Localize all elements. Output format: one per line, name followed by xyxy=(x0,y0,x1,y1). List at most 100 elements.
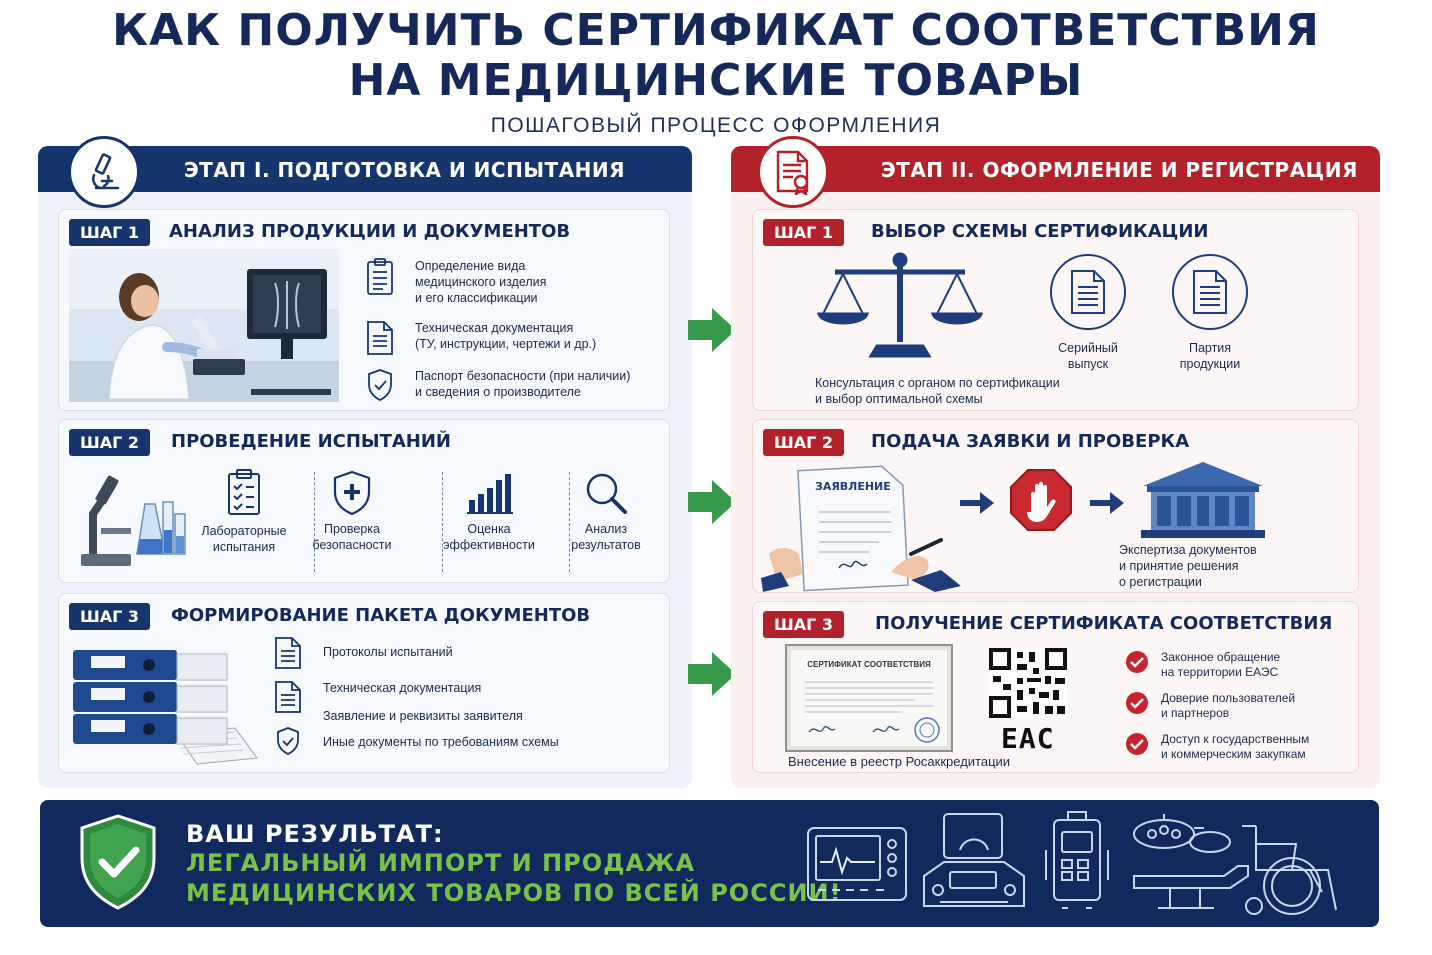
step-title: АНАЛИЗ ПРОДУКЦИИ И ДОКУМЕНТОВ xyxy=(169,221,571,242)
result-banner: ВАШ РЕЗУЛЬТАТ: ЛЕГАЛЬНЫЙ ИМПОРТ И ПРОДАЖ… xyxy=(40,800,1379,927)
list-item: Определение вида медицинского изделия и … xyxy=(365,258,546,306)
check-circle-icon xyxy=(1125,732,1149,762)
arrow-right-icon xyxy=(1090,492,1124,514)
stage-2-step-1-card: ШАГ 1 ВЫБОР СХЕМЫ СЕРТИФИКАЦИИ Серийный … xyxy=(752,209,1359,411)
document-circle-icon xyxy=(1172,254,1248,330)
lab-scientist-illustration xyxy=(69,249,339,402)
benefit-text: Доступ к государственным и коммерческим … xyxy=(1161,732,1310,761)
benefit-text: Законное обращение на территории ЕАЭС xyxy=(1161,650,1281,679)
binders-illustration xyxy=(71,644,261,768)
item-text: Техническая документация (ТУ, инструкции… xyxy=(415,321,597,351)
bar-chart-icon xyxy=(465,470,513,516)
step-badge: ШАГ 2 xyxy=(69,429,151,456)
step-badge: ШАГ 3 xyxy=(69,603,151,630)
stage-1-step-1-card: ШАГ 1 АНАЛИЗ ПРОДУКЦИИ И ДОКУМЕНТОВ xyxy=(58,209,670,411)
scheme-label: Серийный выпуск xyxy=(1058,341,1118,371)
eac-mark: EAC xyxy=(1001,722,1055,755)
benefit-item: Доступ к государственным и коммерческим … xyxy=(1125,732,1309,762)
stage-1-title: ЭТАП I. ПОДГОТОВКА И ИСПЫТАНИЯ xyxy=(184,158,626,182)
shield-plus-icon xyxy=(330,470,374,516)
next-arrow-icon xyxy=(688,480,736,524)
test-column: Лабораторные испытания xyxy=(189,468,299,555)
stage-2-step-3-card: ШАГ 3 ПОЛУЧЕНИЕ СЕРТИФИКАТА СООТВЕТСТВИЯ… xyxy=(752,601,1359,773)
check-circle-icon xyxy=(1125,691,1149,721)
step-badge: ШАГ 1 xyxy=(763,219,845,246)
item-text: Паспорт безопасности (при наличии) и све… xyxy=(415,369,631,399)
step-caption: Консультация с органом по сертификации и… xyxy=(815,376,1060,406)
stage-2-panel: ЭТАП II. ОФОРМЛЕНИЕ И РЕГИСТРАЦИЯ ШАГ 1 … xyxy=(731,136,1380,788)
step-caption: Экспертиза документов и принятие решения… xyxy=(1119,543,1257,589)
step-badge: ШАГ 1 xyxy=(69,219,151,246)
government-building-icon xyxy=(1139,460,1267,540)
test-column: Анализ результатов xyxy=(551,470,661,553)
scheme-option-serial: Серийный выпуск xyxy=(1033,254,1143,372)
scheme-option-batch: Партия продукции xyxy=(1155,254,1265,372)
wheelchair-icon xyxy=(1238,820,1342,920)
list-item: Техническая документация (ТУ, инструкции… xyxy=(365,320,596,356)
surgical-lamp-table-icon xyxy=(1130,814,1250,914)
list-item: Иные документы по требованиям схемы xyxy=(273,726,559,756)
microscope-flasks-illustration xyxy=(75,464,193,574)
benefit-item: Законное обращение на территории ЕАЭС xyxy=(1125,650,1280,680)
qr-code-icon xyxy=(989,648,1067,718)
test-label: Проверка безопасности xyxy=(312,522,392,552)
step-badge: ШАГ 3 xyxy=(763,611,845,638)
stage-1-header: ЭТАП I. ПОДГОТОВКА И ИСПЫТАНИЯ xyxy=(38,146,692,192)
document-icon xyxy=(365,320,395,356)
item-text: Техническая документация xyxy=(323,681,482,695)
divider xyxy=(569,472,570,572)
item-text: Заявление и реквизиты заявителя xyxy=(323,709,523,723)
certificate-doc-icon xyxy=(757,136,829,208)
shield-check-icon xyxy=(365,368,395,402)
test-column: Проверка безопасности xyxy=(297,470,407,553)
ultrasound-icon xyxy=(920,812,1028,916)
title-line-2: НА МЕДИЦИНСКИЕ ТОВАРЫ xyxy=(348,55,1084,106)
document-circle-icon xyxy=(1050,254,1126,330)
title-line-1: КАК ПОЛУЧИТЬ СЕРТИФИКАТ СООТВЕТСТВИЯ xyxy=(112,5,1320,56)
test-column: Оценка эффективности xyxy=(434,470,544,553)
certificate-illustration: СЕРТИФИКАТ СООТВЕТСТВИЯ xyxy=(785,644,953,752)
benefit-item: Доверие пользователей и партнеров xyxy=(1125,691,1295,721)
step-caption: Внесение в реестр Росаккредитации xyxy=(788,754,1011,769)
list-item: Паспорт безопасности (при наличии) и све… xyxy=(365,368,630,402)
step-title: ПРОВЕДЕНИЕ ИСПЫТАНИЙ xyxy=(171,431,451,452)
benefit-text: Доверие пользователей и партнеров xyxy=(1161,691,1296,720)
result-heading: ВАШ РЕЗУЛЬТАТ: xyxy=(186,820,444,848)
step-title: ПОЛУЧЕНИЕ СЕРТИФИКАТА СООТВЕТСТВИЯ xyxy=(875,613,1333,634)
list-item: Протоколы испытаний xyxy=(273,636,453,670)
check-circle-icon xyxy=(1125,650,1149,680)
step-badge: ШАГ 2 xyxy=(763,429,845,456)
item-text: Протоколы испытаний xyxy=(323,645,453,659)
stage-1-panel: ЭТАП I. ПОДГОТОВКА И ИСПЫТАНИЯ ШАГ 1 АНА… xyxy=(38,136,692,788)
item-text: Определение вида медицинского изделия и … xyxy=(415,259,547,305)
application-label: ЗАЯВЛЕНИЕ xyxy=(815,480,891,493)
next-arrow-icon xyxy=(688,652,736,696)
arrow-right-icon xyxy=(960,492,994,514)
test-label: Оценка эффективности xyxy=(443,522,535,552)
result-line-2: МЕДИЦИНСКИХ ТОВАРОВ ПО ВСЕЙ РОССИИ! xyxy=(186,879,842,907)
magnifier-icon xyxy=(583,470,629,516)
result-line-1: ЛЕГАЛЬНЫЙ ИМПОРТ И ПРОДАЖА xyxy=(186,849,696,877)
patient-monitor-icon xyxy=(806,824,908,908)
divider xyxy=(442,472,443,572)
step-title: ФОРМИРОВАНИЕ ПАКЕТА ДОКУМЕНТОВ xyxy=(171,605,591,626)
step-title: ВЫБОР СХЕМЫ СЕРТИФИКАЦИИ xyxy=(871,221,1209,242)
stage-2-step-2-card: ШАГ 2 ПОДАЧА ЗАЯВКИ И ПРОВЕРКА ЗАЯВЛЕНИЕ xyxy=(752,419,1359,593)
shield-check-icon xyxy=(273,726,303,756)
stage-1-step-3-card: ШАГ 3 ФОРМИРОВАНИЕ ПАКЕТА ДОКУМЕНТОВ xyxy=(58,593,670,773)
clipboard-icon xyxy=(224,468,264,516)
document-icon xyxy=(273,636,303,670)
test-label: Лабораторные испытания xyxy=(201,524,287,554)
divider xyxy=(314,472,315,572)
stage-1-step-2-card: ШАГ 2 ПРОВЕДЕНИЕ ИСПЫТАНИЙ Лабораторные … xyxy=(58,419,670,583)
certificate-label: СЕРТИФИКАТ СООТВЕТСТВИЯ xyxy=(807,660,931,669)
list-item: Техническая документация xyxy=(273,680,481,714)
shield-check-icon xyxy=(78,814,158,910)
application-signing-illustration xyxy=(761,462,971,592)
next-arrow-icon xyxy=(688,308,736,352)
stage-2-header: ЭТАП II. ОФОРМЛЕНИЕ И РЕГИСТРАЦИЯ xyxy=(731,146,1380,192)
checklist-icon xyxy=(365,258,395,296)
step-title: ПОДАЧА ЗАЯВКИ И ПРОВЕРКА xyxy=(871,431,1190,452)
page-subtitle: ПОШАГОВЫЙ ПРОЦЕСС ОФОРМЛЕНИЯ xyxy=(490,114,942,137)
page-title: КАК ПОЛУЧИТЬ СЕРТИФИКАТ СООТВЕТСТВИЯ НА … xyxy=(0,6,1432,106)
